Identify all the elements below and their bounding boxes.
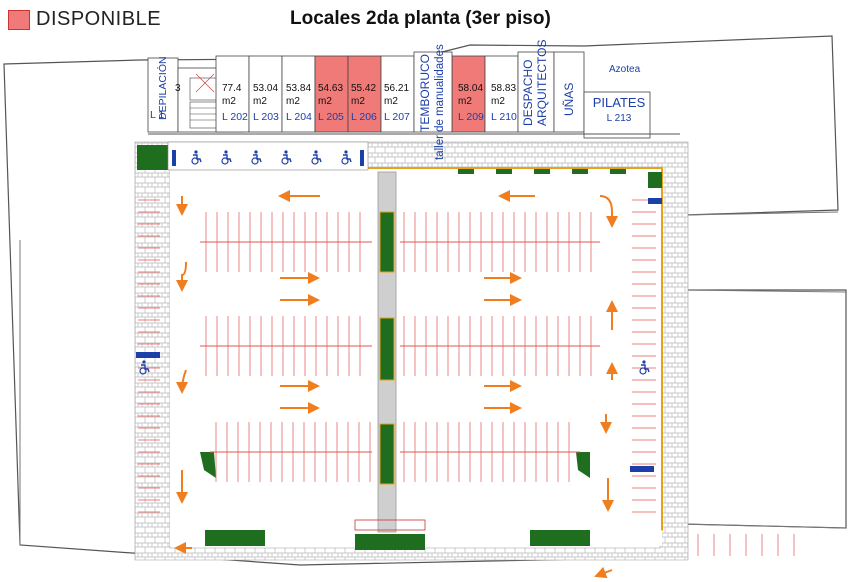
unit-code: L 206 [351,111,377,123]
unit-measure: m2 [318,96,332,107]
unit-code: L 202 [222,111,248,123]
unit-l204[interactable]: 53.84 m2 L 204 [286,82,312,124]
unit-box-l205[interactable] [314,55,349,133]
unit-area: 77.4 [222,83,242,94]
unit-three-label: 3 [175,82,181,95]
unit-l210[interactable]: 58.83 m2 L 210 [491,82,517,124]
unit-area: 55.42 [351,83,377,94]
wheelchair-icon [281,150,292,165]
unit-l1-label: L 1 [150,106,164,122]
legend-swatch [8,9,30,30]
unit-measure: m2 [384,96,398,107]
unit-l203[interactable]: 53.04 m2 L 203 [253,82,279,124]
arrow-icon [599,195,618,228]
wheelchair-icon [221,150,232,165]
unit-area: 56.21 [384,83,410,94]
unit-measure: m2 [351,96,365,107]
unit-area: 53.04 [253,83,279,94]
unit-measure: m2 [458,96,472,107]
unit-l205[interactable]: 54.63 m2 L 205 [318,82,344,124]
unit-area: 58.04 [458,83,484,94]
unit-area: 58.83 [491,83,517,94]
unit-l209[interactable]: 58.04 m2 L 209 [458,82,484,124]
arrow-icon [176,261,188,292]
wheelchair-icon [311,150,322,165]
unit-box-l203[interactable] [248,55,283,133]
wheelchair-icon [191,150,202,165]
arrow-icon [176,369,189,394]
arrow-icon [594,566,613,579]
unas-label: UÑAS [562,82,576,116]
temboruco-label: TEMBORUCO [418,54,432,132]
unit-measure: m2 [286,96,300,107]
arquitectos-label: ARQUITECTOS [535,39,549,126]
wheelchair-icon [251,150,262,165]
legend: DISPONIBLE [8,8,161,31]
unit-code: L 209 [458,111,484,123]
pilates-name: PILATES [592,95,646,110]
unit-l207[interactable]: 56.21 m2 L 207 [384,82,410,124]
map-title: Locales 2da planta (3er piso) [290,8,551,29]
unit-code: L 210 [491,111,517,123]
unit-code: L 207 [384,111,410,123]
wheelchair-icon [341,150,352,165]
azotea-label: Azotea [609,64,641,75]
unit-measure: m2 [253,96,267,107]
despacho-label: DESPACHO [521,59,535,126]
unit-box-l210[interactable] [484,55,519,133]
unit-area: 54.63 [318,83,344,94]
unit-area: 53.84 [286,83,312,94]
taller-label: taller de manualidades [434,44,446,160]
unit-pilates[interactable]: PILATES L 213 [588,95,650,124]
unit-code: L 203 [253,111,279,123]
pilates-code: L 213 [606,113,632,124]
unit-box-l207[interactable] [380,55,415,133]
unit-box-l209[interactable] [451,55,486,133]
unit-measure: m2 [491,96,505,107]
unit-three-number: 3 [175,83,181,94]
unit-l202[interactable]: 77.4 m2 L 202 [222,82,248,124]
unit-box-l206[interactable] [347,55,382,133]
unit-measure: m2 [222,96,236,107]
wheelchair-icon [639,360,650,375]
wheelchair-icon [139,360,150,375]
unit-code: L 205 [318,111,344,123]
unit-code: L 204 [286,111,312,123]
unit-l1-code: L 1 [150,109,165,121]
unit-l206[interactable]: 55.42 m2 L 206 [351,82,377,124]
legend-label: DISPONIBLE [36,8,162,30]
